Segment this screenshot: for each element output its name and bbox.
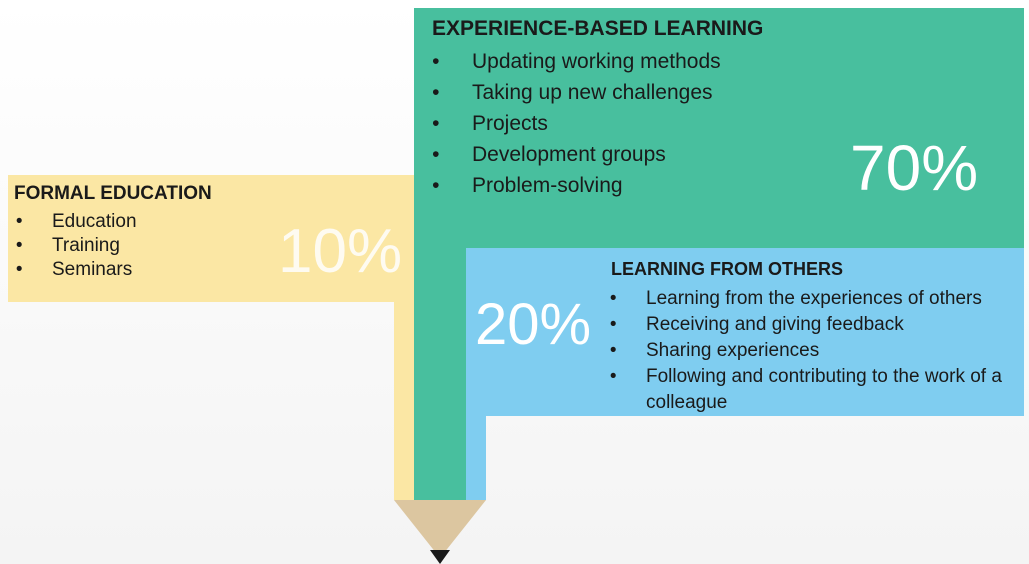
pencil-wood <box>394 500 486 558</box>
list-item: Education <box>16 210 136 234</box>
list-item: Seminars <box>16 258 137 282</box>
list-item: Taking up new challenges <box>432 77 721 108</box>
list-item: Updating working methods <box>432 46 720 77</box>
pencil-tip-icon <box>394 500 486 564</box>
pencil-lead <box>430 550 450 564</box>
list-item: Following and contributing to the work o… <box>610 364 1018 416</box>
list-item: Projects <box>432 108 721 139</box>
list-item: Problem-solving <box>432 170 721 201</box>
list-item: Sharing experiences <box>610 338 1026 364</box>
experience-learning-heading: EXPERIENCE-BASED LEARNING <box>432 17 764 40</box>
formal-education-percent: 10% <box>278 217 403 286</box>
list-item: Training <box>16 234 137 258</box>
experience-stem <box>414 8 466 500</box>
formal-education-heading: FORMAL EDUCATION <box>14 183 212 204</box>
list-item: Receiving and giving feedback <box>610 312 1026 338</box>
others-stem <box>466 248 486 500</box>
list-item: Development groups <box>432 139 721 170</box>
experience-learning-percent: 70% <box>850 132 979 204</box>
list-item: Learning from the experiences of others <box>610 286 1026 312</box>
learning-from-others-percent: 20% <box>475 292 592 357</box>
learning-from-others-heading: LEARNING FROM OTHERS <box>611 259 843 279</box>
learning-from-others-list: Learning from the experiences of others … <box>610 286 1026 416</box>
experience-learning-list: Updating working methods Taking up new c… <box>432 46 721 201</box>
formal-education-list: Education Training Seminars <box>16 210 137 282</box>
formal-stem <box>394 175 414 500</box>
